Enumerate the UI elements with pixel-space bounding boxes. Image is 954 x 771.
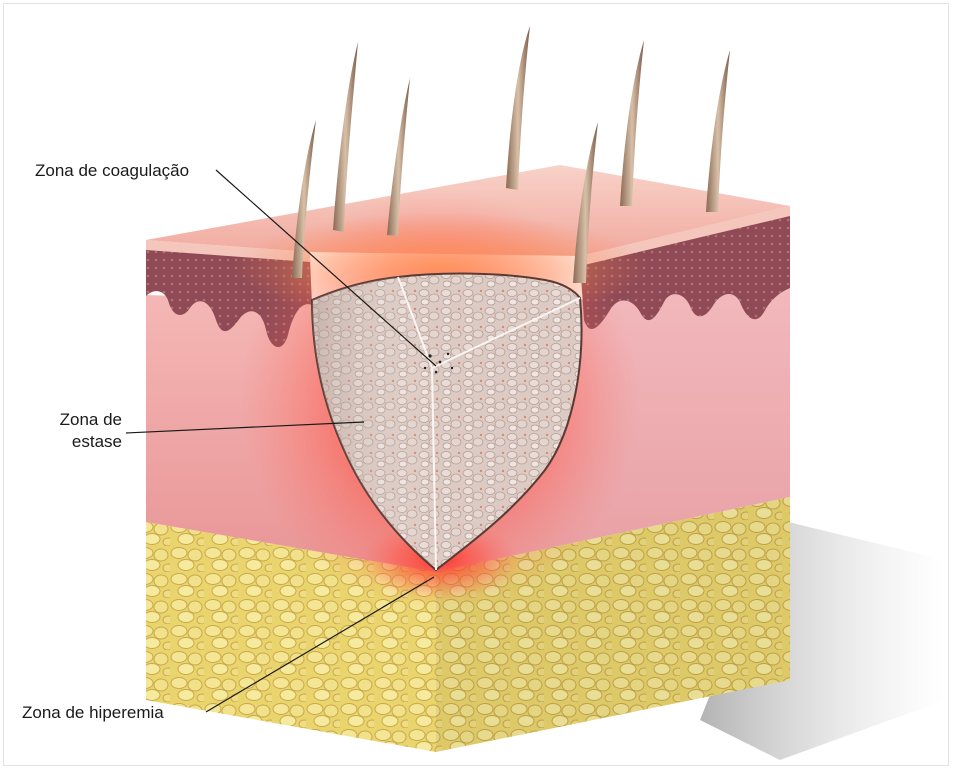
label-coagulation-zone: Zona de coagulação [35, 160, 189, 181]
label-hyperemia-zone: Zona de hiperemia [22, 702, 164, 723]
label-stasis-zone-line2: estase [40, 431, 122, 452]
label-stasis-zone-line1: Zona de [40, 409, 122, 430]
